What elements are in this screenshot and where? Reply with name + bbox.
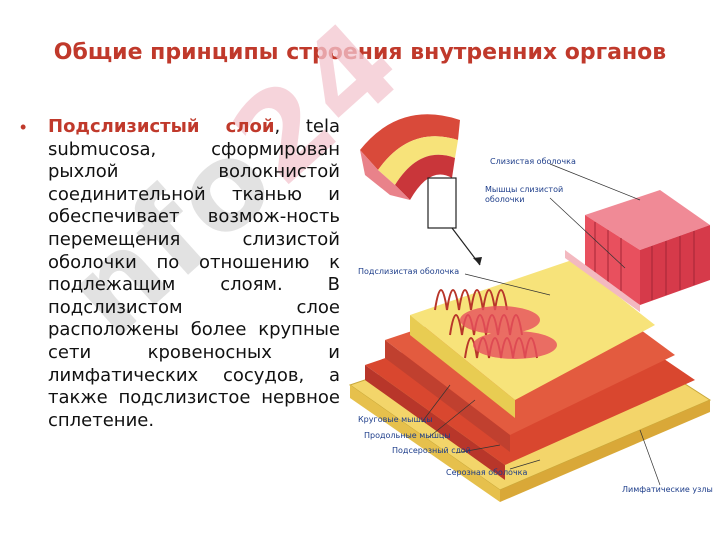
label-mucosa-muscles-2: оболочки xyxy=(485,195,525,204)
magnify-box xyxy=(427,177,457,229)
label-mucosa: Слизистая оболочка xyxy=(490,157,576,166)
intestinal-wall-diagram: Слизистая оболочка Мышцы слизистой оболо… xyxy=(348,114,713,502)
mucosa-top xyxy=(585,190,710,250)
bullet-marker: • xyxy=(20,117,27,137)
label-serosa: Серозная оболочка xyxy=(446,468,528,477)
slide-title: Общие принципы строения внутренних орган… xyxy=(53,40,667,65)
mucosa-front xyxy=(585,215,640,305)
submucosa-layer xyxy=(410,260,655,400)
label-circular: Круговые мышцы xyxy=(358,415,433,424)
label-mucosa-muscles-1: Мышцы слизистой xyxy=(485,185,563,194)
tissue-layers xyxy=(348,190,712,502)
mucosa-side xyxy=(640,225,710,305)
label-longitudinal: Продольные мышцы xyxy=(364,431,451,440)
bullet-body: , tela submucosa, сформирован рыхлой вол… xyxy=(48,116,340,431)
label-subserous: Подсерозный слой xyxy=(392,446,471,455)
bullet-item: • Подслизистый слой, tela submucosa, сфо… xyxy=(20,116,340,432)
intestine-tube-illustration xyxy=(360,114,482,266)
label-lymph: Лимфатические узлы xyxy=(622,485,713,494)
bullet-term: Подслизистый слой xyxy=(48,116,275,137)
bullet-text: Подслизистый слой, tela submucosa, сформ… xyxy=(48,116,340,432)
label-submucosa: Подслизистая оболочка xyxy=(358,267,459,276)
